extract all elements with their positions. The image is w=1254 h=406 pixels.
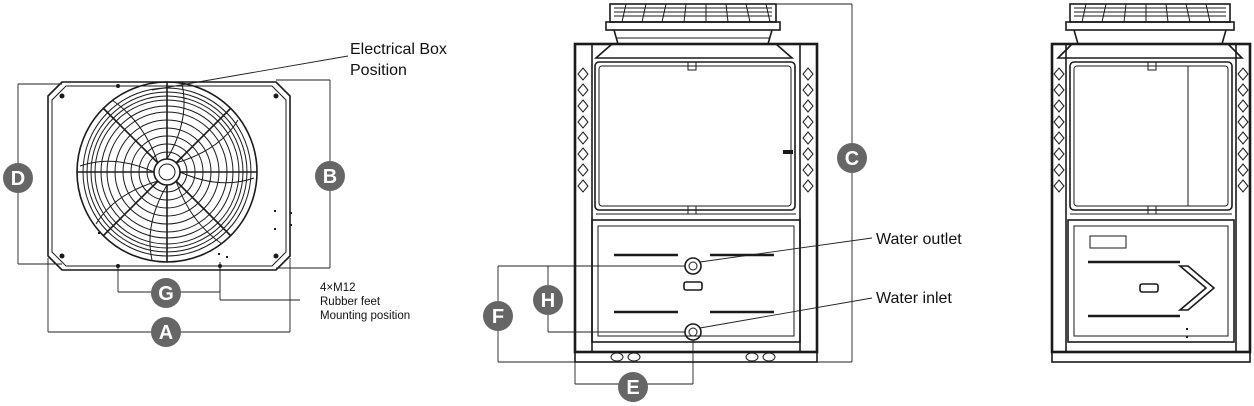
side-vent-right	[802, 67, 814, 193]
dimension-badge-g: G	[151, 278, 181, 308]
dimension-c	[776, 3, 853, 363]
dimension-badge-c: C	[837, 143, 867, 173]
dimension-letter-h: H	[541, 290, 555, 312]
top-fan-grille	[593, 3, 795, 59]
water-inlet-label: Water inlet	[876, 290, 952, 307]
dimension-badge-e: E	[618, 372, 648, 402]
dimension-badge-d: D	[3, 163, 33, 193]
dimension-h	[547, 266, 685, 333]
chevron-right-icon	[1177, 265, 1216, 311]
water-outlet-connector	[684, 257, 702, 275]
electrical-box-label-line1: Electrical Box	[350, 41, 447, 58]
mounting-note-line1: 4×M12	[320, 282, 355, 294]
dimension-letter-e: E	[626, 377, 639, 399]
mounting-note-line3: Mounting position	[320, 310, 410, 322]
front-view	[497, 3, 873, 385]
fan-icon	[76, 81, 258, 263]
top-view	[17, 55, 349, 333]
dimension-letter-g: G	[158, 283, 174, 305]
dimension-letter-d: D	[11, 168, 25, 190]
dimension-badge-h: H	[533, 285, 563, 315]
electrical-box-label-line2: Position	[350, 62, 407, 79]
dimension-badge-a: A	[151, 317, 181, 347]
water-outlet-label: Water outlet	[876, 231, 962, 248]
dimension-letter-c: C	[845, 148, 859, 170]
water-inlet-connector	[684, 323, 702, 341]
dimension-badge-b: B	[315, 161, 345, 191]
dimension-letter-a: A	[159, 322, 173, 344]
dimension-badge-f: F	[483, 301, 513, 331]
mounting-note-line2: Rubber feet	[320, 296, 381, 308]
side-view	[1050, 3, 1252, 363]
dimension-letter-b: B	[323, 166, 337, 188]
dimension-letter-f: F	[492, 306, 504, 328]
side-vent-left	[577, 67, 589, 193]
